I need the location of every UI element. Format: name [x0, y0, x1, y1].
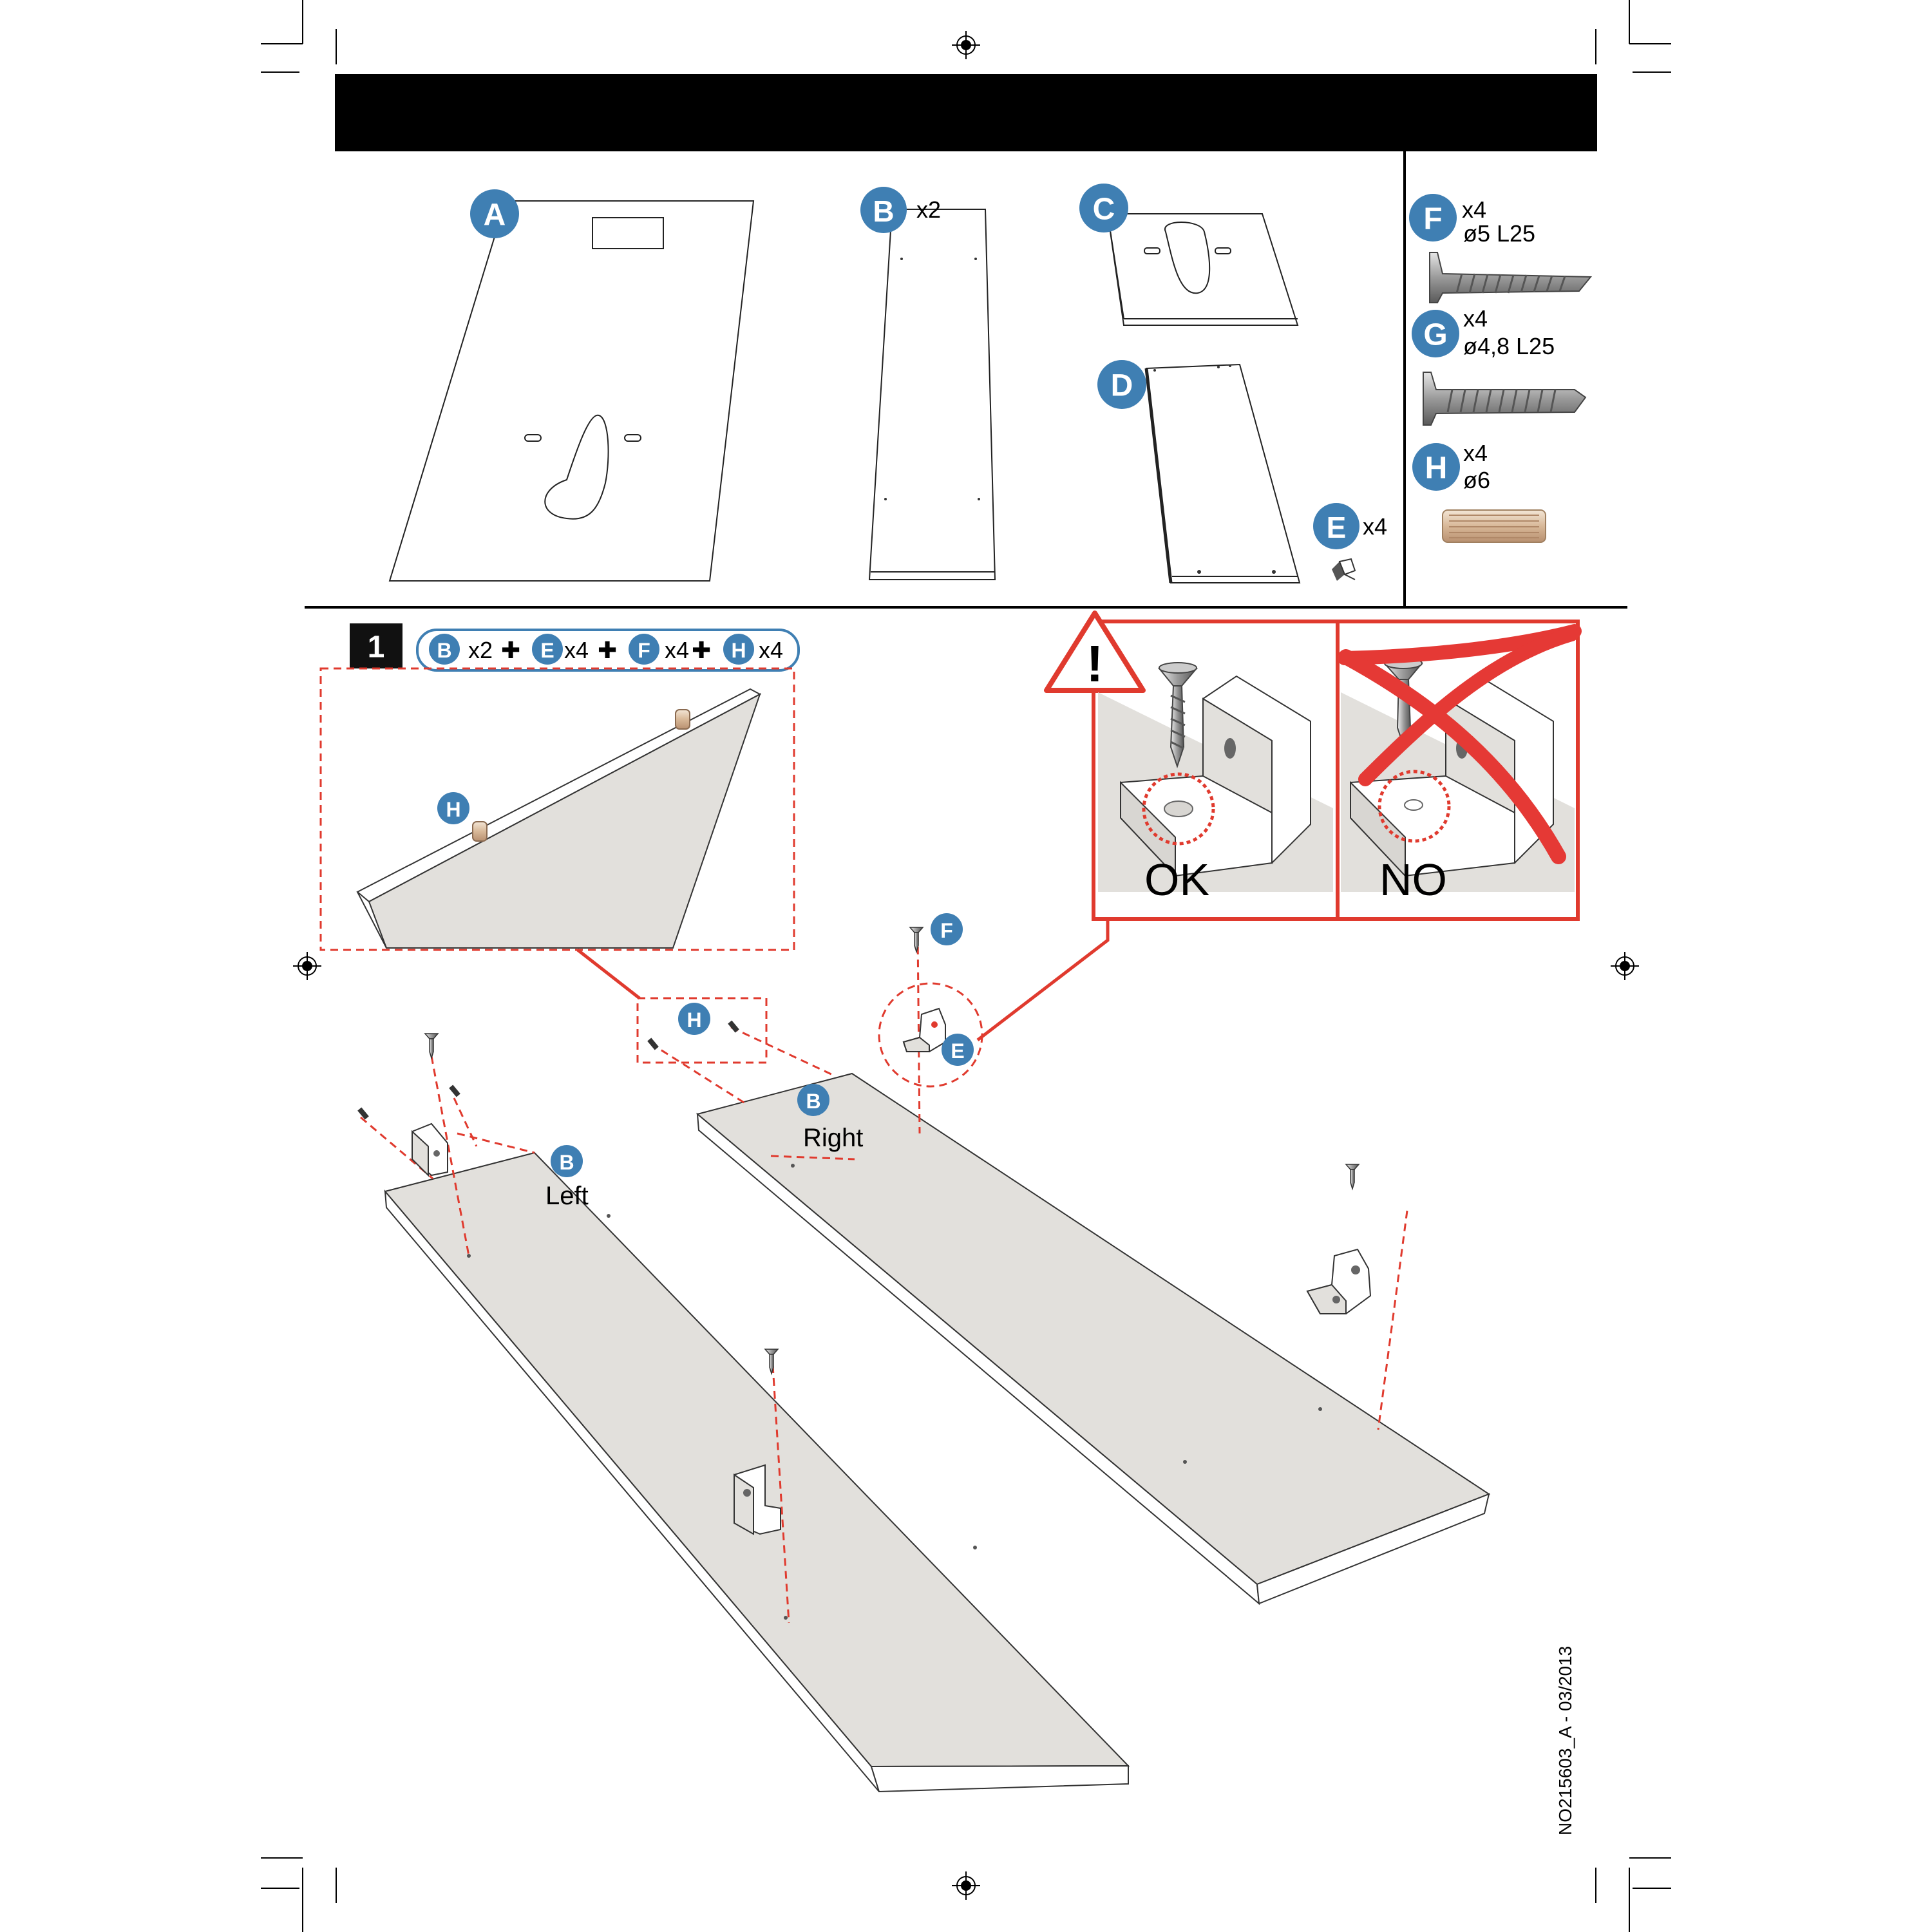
svg-text:F: F [638, 639, 650, 662]
callout-e-badge: E [942, 1034, 974, 1066]
registration-mark-icon [293, 31, 1639, 1900]
svg-text:G: G [1423, 318, 1447, 352]
formula-f-badge: F [629, 634, 659, 665]
angle-bracket-icon [734, 1464, 781, 1535]
svg-text:H: H [1425, 451, 1448, 486]
hardware-f-quantity: x4 [1462, 196, 1486, 223]
part-c-panel [1106, 213, 1299, 326]
svg-text:B: B [437, 639, 451, 662]
svg-text:E: E [951, 1039, 964, 1063]
connector-line [976, 920, 1110, 1041]
svg-text:A: A [484, 198, 506, 232]
crop-marks [261, 0, 1671, 1932]
part-b-quantity: x2 [916, 196, 941, 223]
red-cross-icon [1338, 624, 1582, 864]
part-c-badge: C [1079, 184, 1128, 232]
callout-b-left-badge: B [551, 1145, 583, 1177]
document-code: NO215603_A - 03/2013 [1555, 1646, 1575, 1835]
ok-label: OK [1144, 855, 1209, 905]
part-d-panel [1144, 363, 1301, 583]
left-board-label: Left [545, 1182, 589, 1210]
angle-bracket-icon [1332, 558, 1356, 581]
angle-bracket-icon [412, 1122, 448, 1177]
step-number-box [350, 623, 402, 668]
warning-triangle-icon: ! [1044, 611, 1146, 693]
right-board-label: Right [803, 1124, 863, 1152]
svg-text:F: F [940, 919, 953, 942]
angle-bracket-icon [1306, 1248, 1372, 1314]
callout-h-badge: H [678, 1003, 710, 1035]
step-number: 1 [368, 630, 385, 665]
svg-text:D: D [1111, 369, 1133, 403]
formula-f-qty: x4 [665, 637, 689, 663]
plus-icon: ✚ [501, 637, 520, 663]
dowel-peg [472, 709, 690, 842]
ok-bracket-illustration [1098, 662, 1333, 892]
ok-screw-icon [1157, 662, 1198, 769]
board-b-left [384, 1151, 1130, 1793]
no-bracket-illustration [1338, 624, 1582, 892]
detail-h-badge: H [437, 792, 469, 824]
self-drilling-screw-icon [1423, 372, 1587, 426]
dowel-detail-board [356, 688, 762, 949]
dowel-detail-frame [319, 667, 795, 951]
part-b-badge: B [860, 187, 907, 233]
svg-text:H: H [687, 1009, 701, 1032]
callout-f-badge: F [931, 913, 963, 945]
formula-e-qty: x4 [564, 637, 589, 663]
part-a-badge: A [470, 189, 519, 238]
svg-text:E: E [540, 639, 554, 662]
bracket-callout-circle [878, 982, 983, 1088]
svg-text:B: B [559, 1151, 574, 1174]
hardware-h-badge: H [1412, 443, 1460, 491]
svg-text:!: ! [1086, 635, 1104, 692]
svg-text:B: B [806, 1090, 820, 1113]
part-a-panel [388, 200, 755, 582]
hardware-f-badge: F [1409, 194, 1457, 242]
plus-icon: ✚ [598, 637, 617, 663]
part-e-quantity: x4 [1363, 513, 1387, 540]
svg-text:B: B [873, 194, 894, 228]
connector-line [576, 949, 641, 999]
dowel-callout-frame [636, 997, 768, 1064]
hardware-h-quantity: x4 [1463, 440, 1488, 466]
angle-bracket-icon [902, 1007, 946, 1052]
wooden-dowel-icon [1442, 509, 1546, 543]
board-b-right [696, 1072, 1491, 1605]
formula-b-qty: x2 [468, 637, 493, 663]
formula-h-badge: H [723, 634, 754, 665]
wood-screw-icon [1429, 252, 1593, 303]
plus-icon: ✚ [692, 637, 711, 663]
hardware-h-spec: ø6 [1463, 467, 1490, 493]
formula-e-badge: E [532, 634, 563, 665]
hardware-g-quantity: x4 [1463, 305, 1488, 332]
formula-b-badge: B [429, 634, 460, 665]
svg-text:H: H [731, 639, 746, 662]
svg-text:C: C [1093, 193, 1115, 227]
svg-text:E: E [1327, 511, 1347, 544]
callout-b-right-badge: B [797, 1084, 829, 1116]
part-d-badge: D [1097, 360, 1146, 409]
hardware-f-spec: ø5 L25 [1463, 220, 1535, 247]
part-b-panel [868, 209, 996, 580]
svg-text:H: H [446, 798, 460, 821]
part-e-badge: E [1313, 503, 1359, 549]
screw-icon [424, 927, 1360, 1376]
dowel-icon [357, 1020, 739, 1120]
header-bar [335, 74, 1597, 151]
formula-h-qty: x4 [759, 637, 783, 663]
hardware-g-badge: G [1412, 310, 1459, 357]
svg-text:F: F [1423, 202, 1442, 236]
no-label: NO [1379, 855, 1447, 905]
step-parts-pill [416, 629, 800, 672]
hardware-g-spec: ø4,8 L25 [1463, 333, 1555, 359]
